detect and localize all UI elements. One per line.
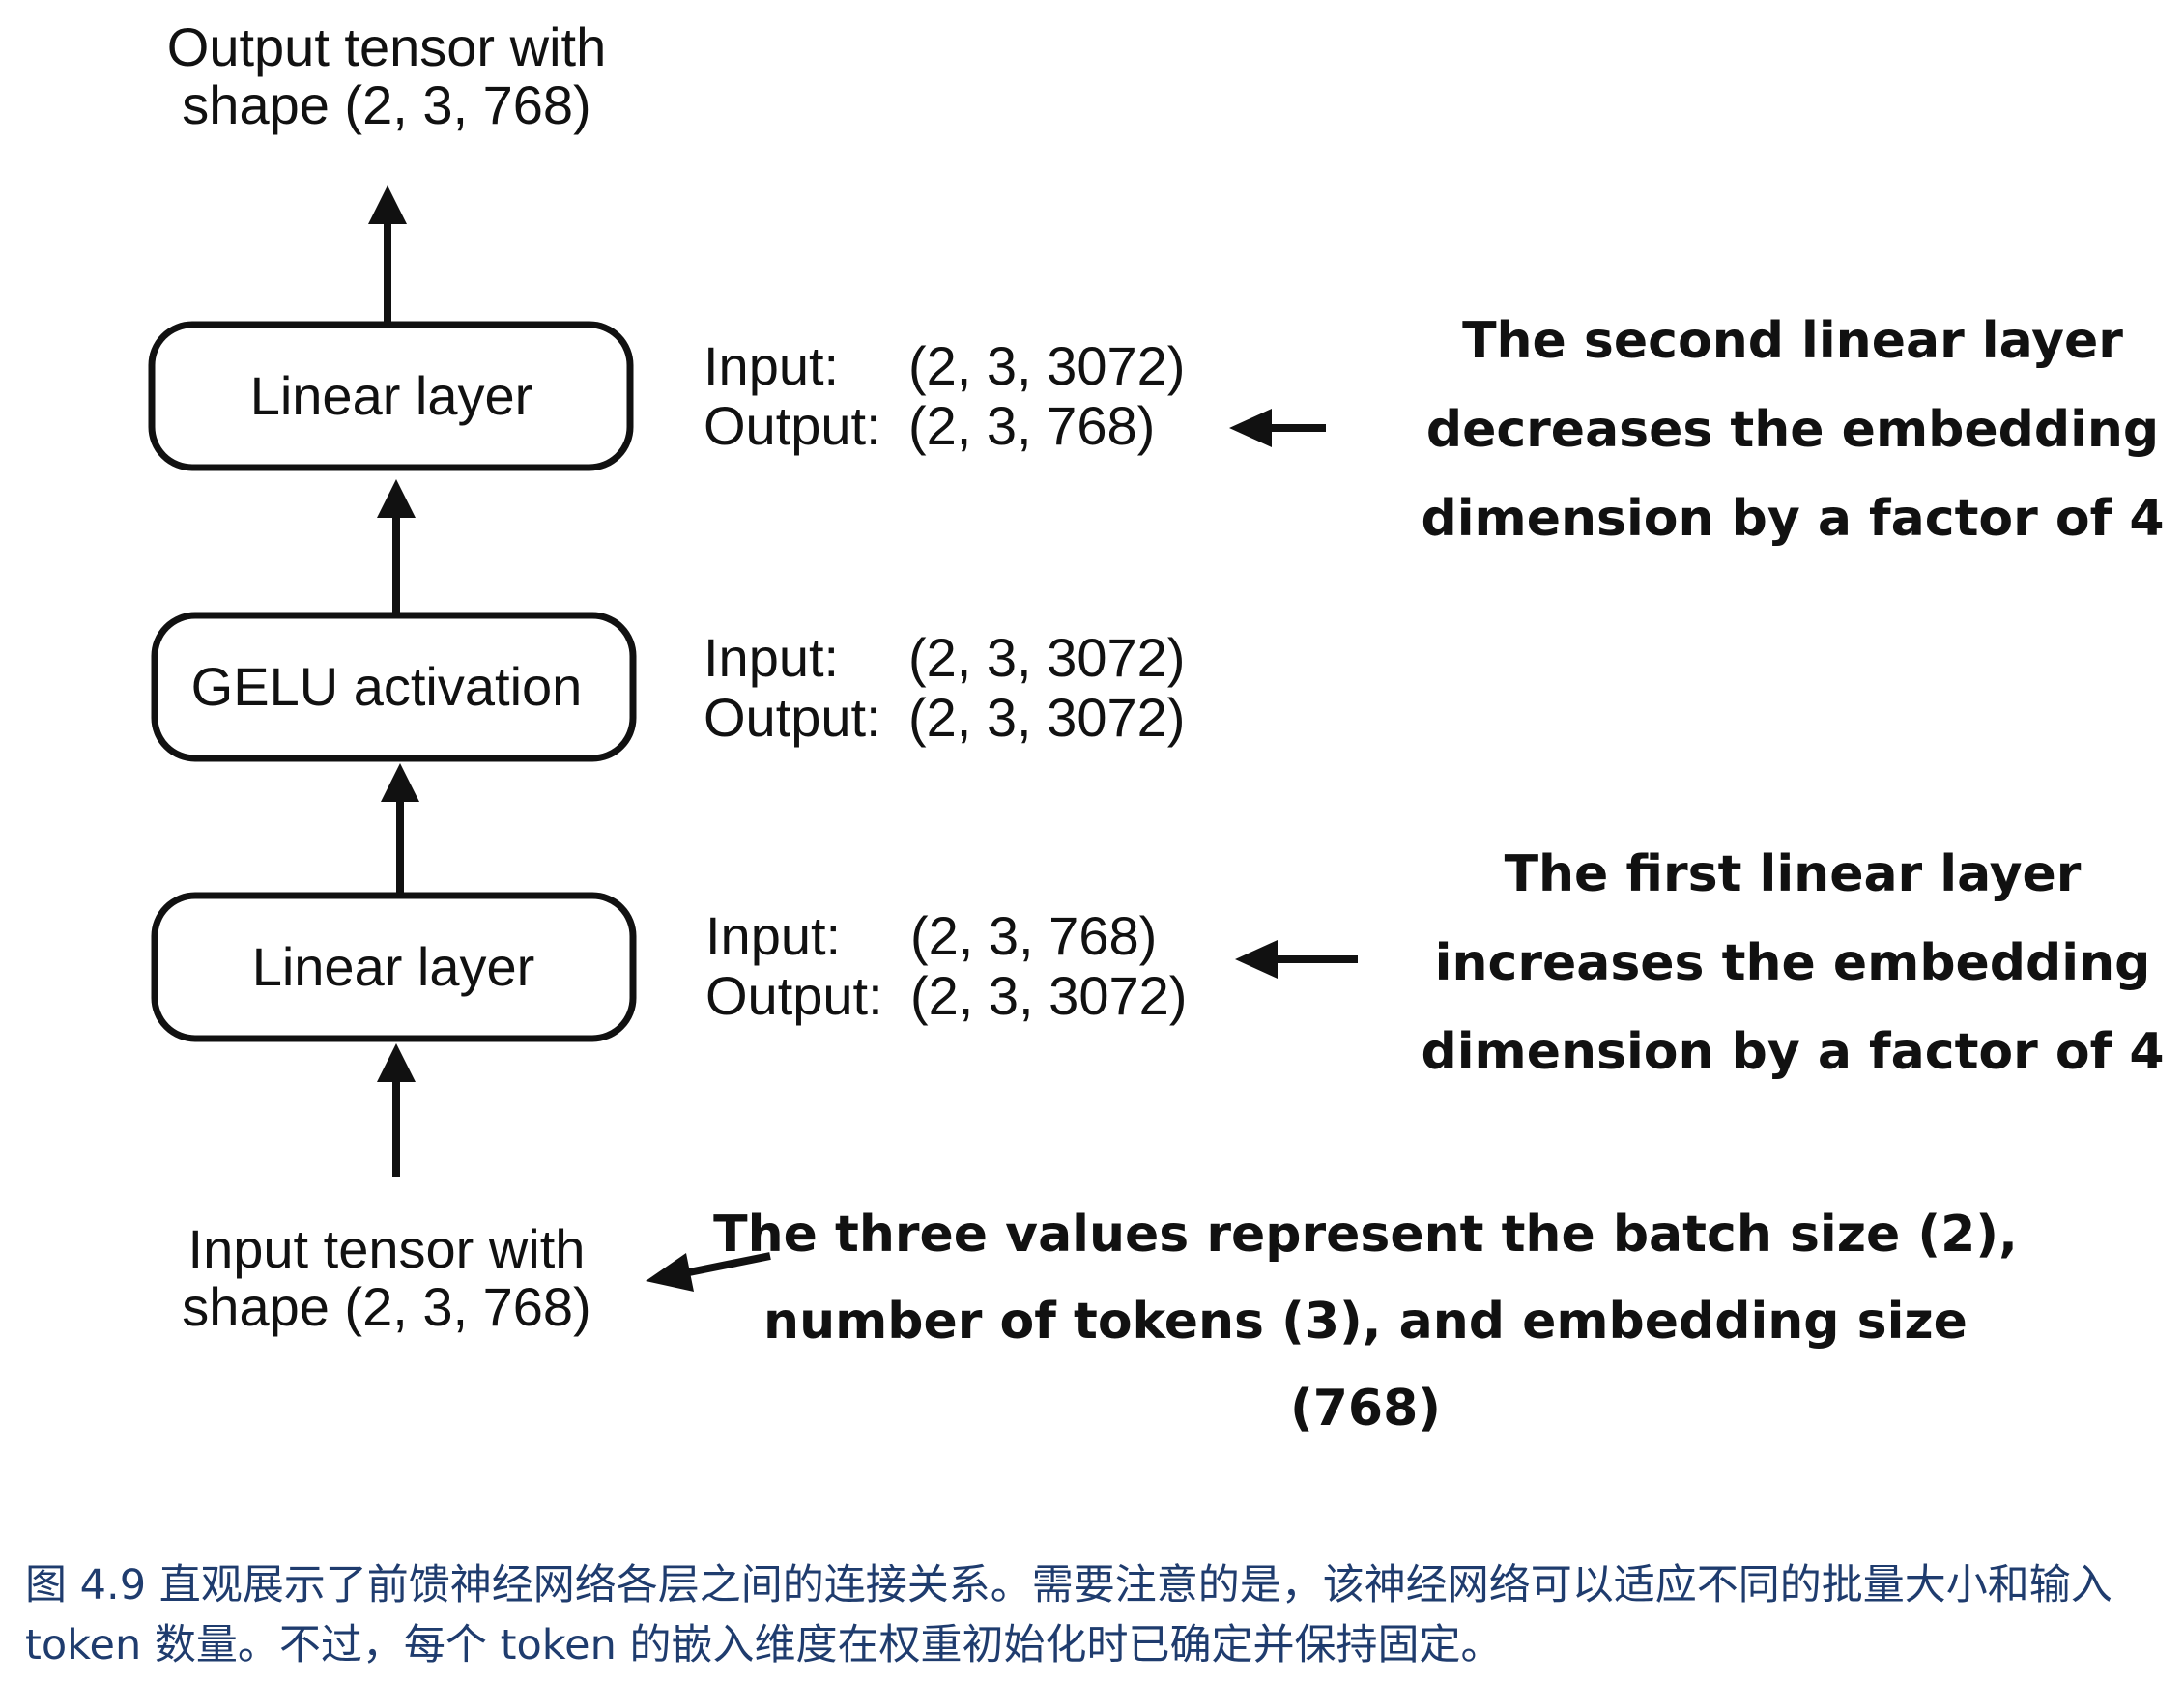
linear-layer-1-input-label: Input: <box>705 905 841 966</box>
first-linear-note-line1: The first linear layer <box>1505 845 2082 903</box>
gelu-output-label: Output: <box>704 687 881 748</box>
arrow-up-gelu-to-linear2 <box>377 479 416 613</box>
output-tensor-line1: Output tensor with <box>167 16 606 77</box>
input-values-note-line3: (768) <box>1290 1380 1441 1438</box>
gelu-input-label: Input: <box>704 627 839 688</box>
figure-caption: 图 4.9 直观展示了前馈神经网络各层之间的连接关系。需要注意的是，该神经网络可… <box>25 1561 2112 1669</box>
output-tensor-label: Output tensor with shape (2, 3, 768) <box>167 16 606 135</box>
second-linear-annotation: The second linear layer decreases the em… <box>1421 312 2164 548</box>
linear-layer-2-input-label: Input: <box>704 335 839 396</box>
second-linear-note-line3: dimension by a factor of 4 <box>1421 490 2164 548</box>
gelu-shapes: Input: (2, 3, 3072) Output: (2, 3, 3072) <box>704 627 1185 748</box>
first-linear-note-line2: increases the embedding <box>1435 934 2151 992</box>
gelu-activation-label: GELU activation <box>191 656 583 717</box>
input-values-note-line1: The three values represent the batch siz… <box>713 1206 2018 1264</box>
second-linear-note-line2: decreases the embedding <box>1426 401 2159 459</box>
linear-layer-1-input-shape: (2, 3, 768) <box>910 905 1157 966</box>
linear-layer-2-box: Linear layer <box>148 321 634 471</box>
linear-layer-2-input-shape: (2, 3, 3072) <box>908 335 1185 396</box>
linear-layer-1-label: Linear layer <box>252 936 535 997</box>
arrow-up-linear1-to-gelu <box>381 763 419 894</box>
linear-layer-2-label: Linear layer <box>250 365 533 426</box>
arrow-left-second-linear-note <box>1229 409 1326 447</box>
arrow-left-first-linear-note <box>1235 940 1358 979</box>
input-tensor-line2: shape (2, 3, 768) <box>182 1276 590 1337</box>
linear-layer-1-box: Linear layer <box>151 892 637 1042</box>
gelu-input-shape: (2, 3, 3072) <box>908 627 1185 688</box>
input-values-note-line2: number of tokens (3), and embedding size <box>763 1293 1968 1351</box>
arrow-left-input-values-note <box>646 1252 771 1292</box>
input-tensor-line1: Input tensor with <box>188 1218 586 1279</box>
arrow-up-input-to-linear1 <box>377 1043 416 1177</box>
linear-layer-2-output-shape: (2, 3, 768) <box>908 395 1155 456</box>
linear-layer-2-output-label: Output: <box>704 395 881 456</box>
linear-layer-1-shapes: Input: (2, 3, 768) Output: (2, 3, 3072) <box>705 905 1187 1026</box>
linear-layer-2-shapes: Input: (2, 3, 3072) Output: (2, 3, 768) <box>704 335 1185 456</box>
output-tensor-line2: shape (2, 3, 768) <box>182 74 590 135</box>
gelu-output-shape: (2, 3, 3072) <box>908 687 1185 748</box>
second-linear-note-line1: The second linear layer <box>1462 312 2123 370</box>
linear-layer-1-output-shape: (2, 3, 3072) <box>910 965 1187 1026</box>
linear-layer-1-output-label: Output: <box>705 965 883 1026</box>
first-linear-annotation: The first linear layer increases the emb… <box>1421 845 2164 1081</box>
input-tensor-label: Input tensor with shape (2, 3, 768) <box>182 1218 590 1337</box>
first-linear-note-line3: dimension by a factor of 4 <box>1421 1023 2164 1081</box>
gelu-activation-box: GELU activation <box>151 612 637 762</box>
input-values-annotation: The three values represent the batch siz… <box>713 1206 2018 1438</box>
arrow-up-to-output <box>368 185 407 324</box>
